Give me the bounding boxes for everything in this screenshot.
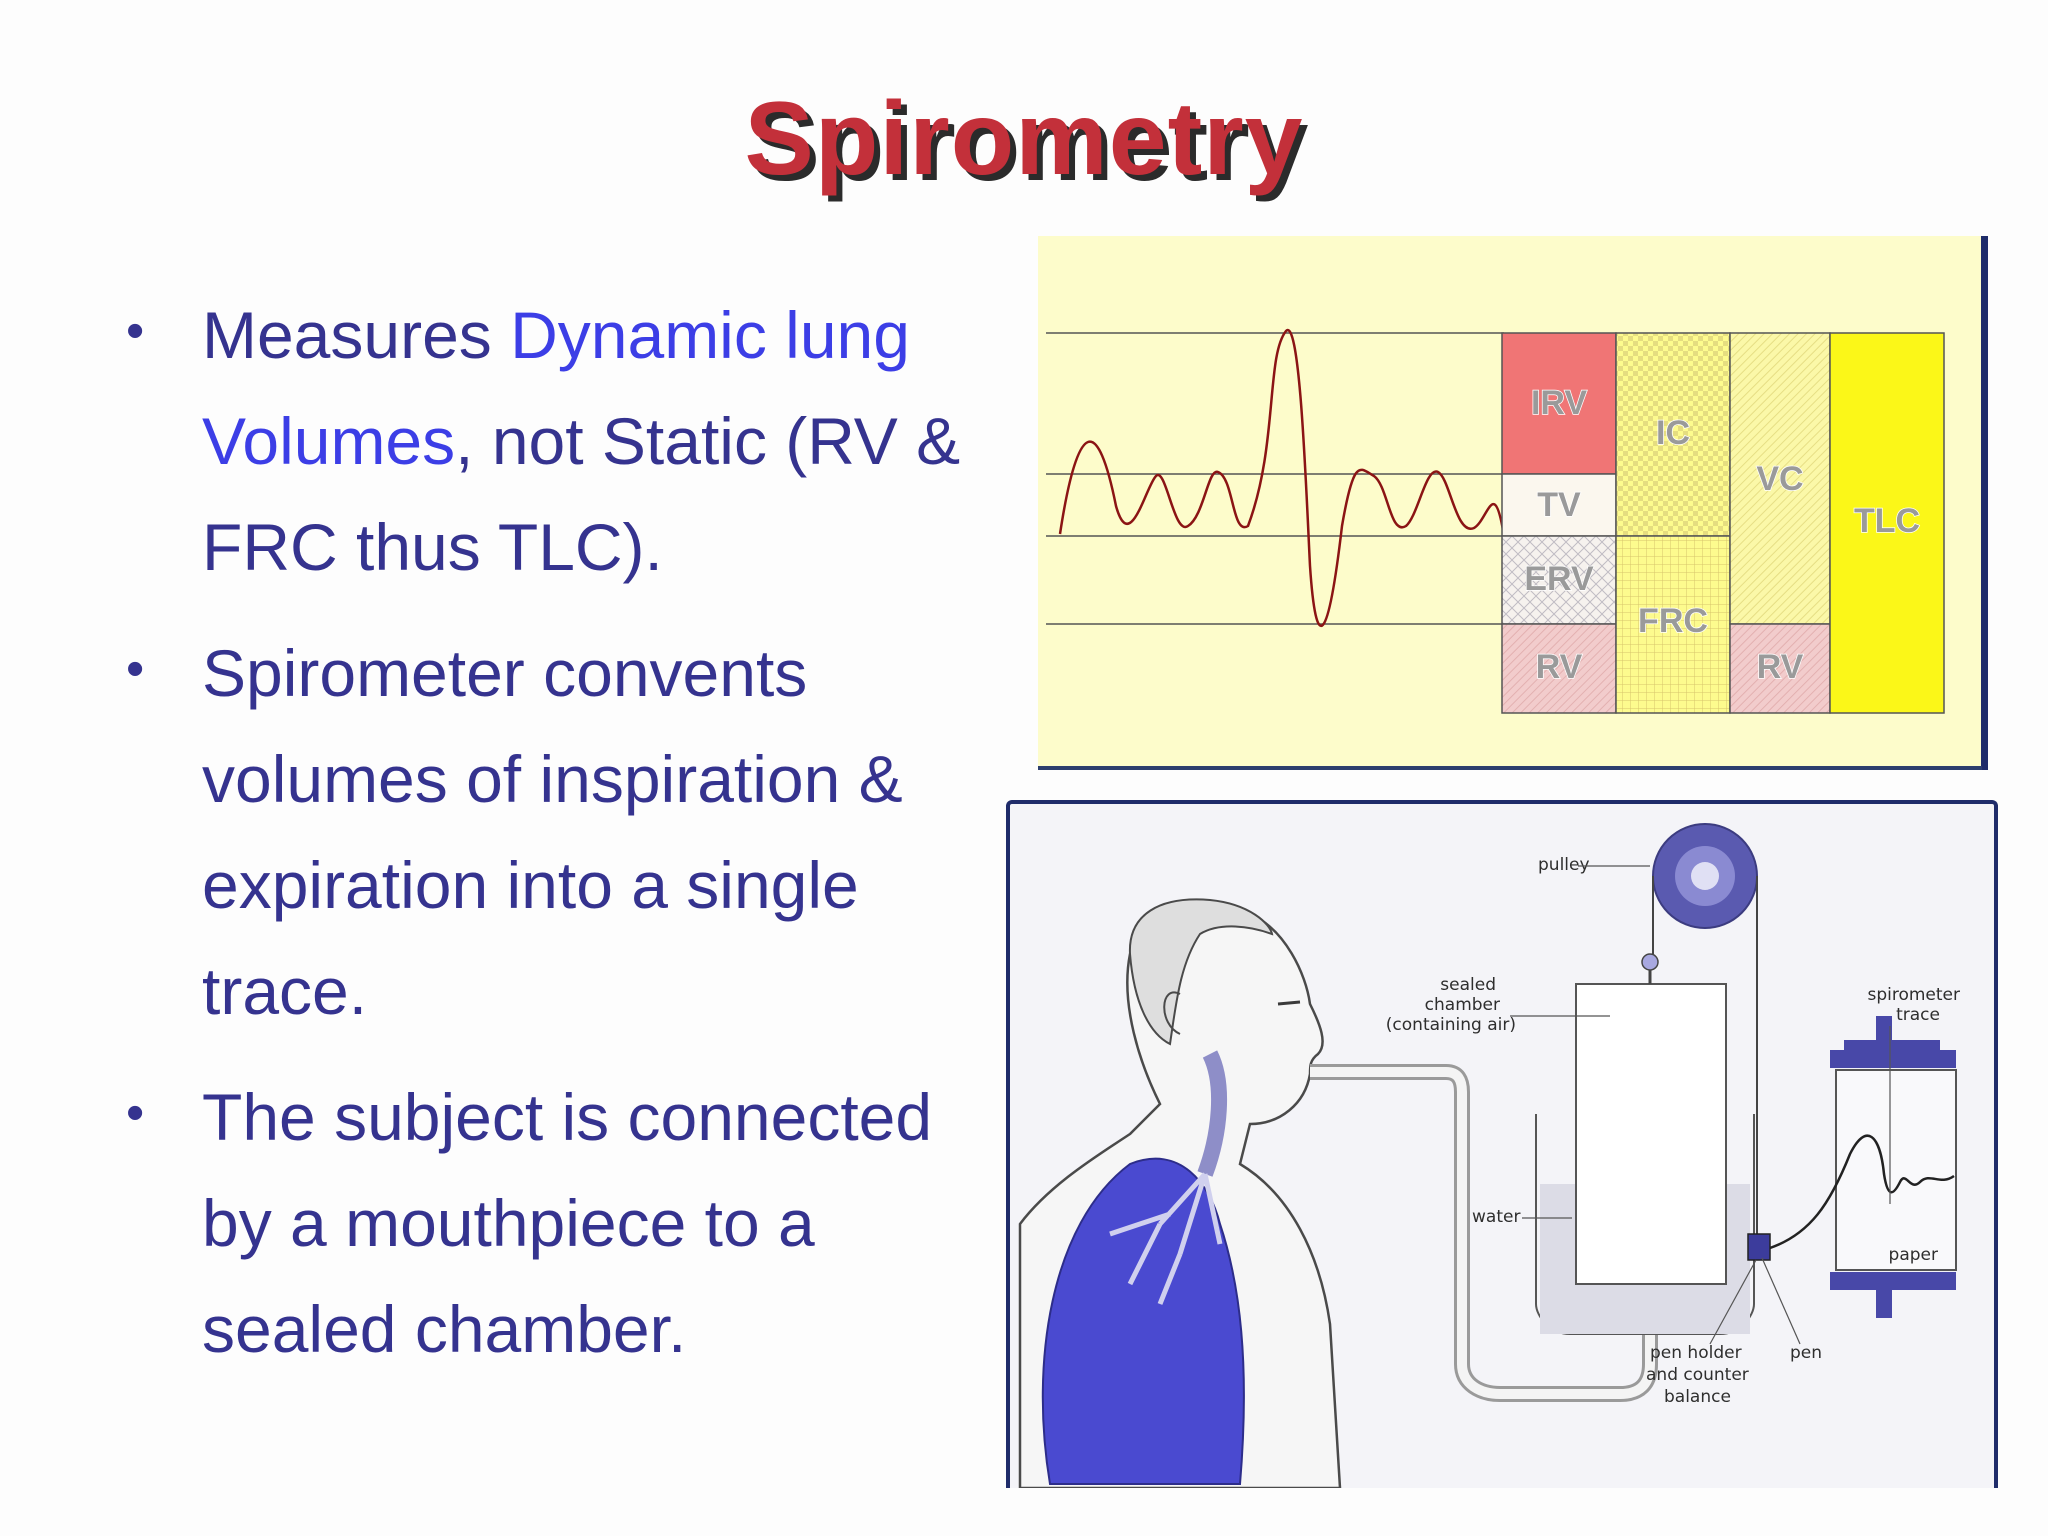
- slide-title: Spirometry: [744, 81, 1304, 197]
- rv-box: [1501, 623, 1617, 714]
- frc-box: [1615, 535, 1731, 714]
- rv-label: RV: [1536, 648, 1583, 686]
- bullet-highlight: Dynamic lung Volumes: [202, 298, 910, 478]
- bullet-list: • Measures Dynamic lung Volumes, not Sta…: [118, 282, 1018, 1402]
- label-chamber: chamber: [1425, 995, 1500, 1015]
- tlc-label: TLC: [1854, 502, 1920, 540]
- trace-line: [1769, 1134, 1955, 1250]
- label-containing-air: (containing air): [1386, 1015, 1516, 1035]
- bullet-item: • Measures Dynamic lung Volumes, not Sta…: [118, 282, 1018, 600]
- sealed-chamber: [1575, 983, 1727, 1285]
- ic-label: IC: [1656, 414, 1690, 452]
- bronchi: [1109, 1172, 1223, 1305]
- lung: [1041, 1157, 1245, 1485]
- lung-volume-svg: IRV TV ERV RV IC FRC VC RV TLC: [1046, 328, 1945, 714]
- lung-volume-diagram: IRV TV ERV RV IC FRC VC RV TLC: [1038, 236, 1988, 770]
- label-sealed: sealed: [1440, 975, 1496, 995]
- frc-label: FRC: [1638, 602, 1708, 640]
- vc-label: VC: [1756, 460, 1803, 498]
- bullet-icon: •: [126, 302, 145, 360]
- breathing-trace: [1058, 328, 1506, 628]
- eye: [1277, 1000, 1301, 1006]
- rv-box: [1729, 623, 1831, 714]
- tv-label: TV: [1537, 486, 1581, 524]
- hair: [1128, 898, 1274, 1046]
- label-balance: balance: [1664, 1387, 1731, 1407]
- label-pen: pen: [1790, 1343, 1822, 1363]
- ic-box: [1615, 332, 1731, 537]
- vc-box: [1729, 332, 1831, 625]
- drum-cap: [1844, 1040, 1940, 1050]
- chamber-knob: [1641, 953, 1659, 971]
- label-pen-holder: pen holder: [1650, 1343, 1742, 1363]
- drum-base: [1830, 1272, 1956, 1290]
- drum-foot: [1876, 1290, 1892, 1318]
- spirometer-illustration: pulley sealed chamber (containing air) w…: [1006, 800, 1998, 1488]
- bullet-item: • The subject is connected by a mouthpie…: [118, 1064, 1018, 1382]
- bullet-text: Spirometer convents volumes of inspirati…: [202, 636, 903, 1028]
- tlc-box: [1829, 332, 1945, 714]
- label-pulley: pulley: [1538, 855, 1590, 875]
- counter-balance: [1747, 1233, 1771, 1261]
- label-counter: and counter: [1646, 1365, 1749, 1385]
- bullet-icon: •: [126, 640, 145, 698]
- panel-border: [1981, 236, 1988, 770]
- bullet-item: • Spirometer convents volumes of inspira…: [118, 620, 1018, 1044]
- erv-label: ERV: [1524, 560, 1594, 598]
- label-spirometer: spirometer: [1867, 985, 1960, 1005]
- spirometer-svg: pulley sealed chamber (containing air) w…: [1018, 823, 1960, 1488]
- label-trace: trace: [1896, 1005, 1940, 1025]
- bullet-text: The subject is connected by a mouthpiece…: [202, 1080, 933, 1366]
- ear: [1163, 991, 1181, 1035]
- bullet-text: , not Static (RV & FRC thus TLC).: [202, 404, 961, 584]
- tube-inner: [1310, 1067, 1655, 1399]
- trachea: [1197, 1050, 1228, 1177]
- panel-border: [1038, 766, 1982, 770]
- bullet-icon: •: [126, 1084, 145, 1142]
- bullet-text: Measures: [202, 298, 511, 372]
- drum: [1835, 1069, 1957, 1271]
- drum-axle: [1876, 1016, 1892, 1042]
- irv-label: IRV: [1531, 384, 1587, 422]
- label-water: water: [1472, 1207, 1520, 1227]
- pulley-hub: [1691, 862, 1719, 890]
- drum-top: [1830, 1050, 1956, 1068]
- label-paper: paper: [1889, 1245, 1938, 1265]
- rv-label: RV: [1757, 648, 1804, 686]
